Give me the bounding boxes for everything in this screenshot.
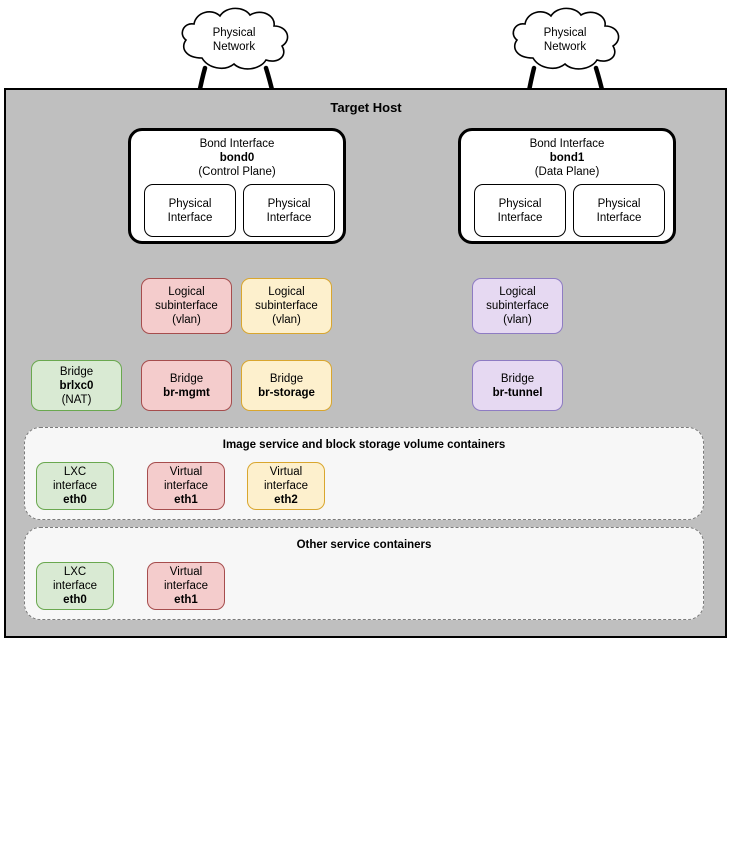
image-service-containers: Image service and block storage volume c… [24, 427, 704, 520]
cloud-shape-icon [512, 7, 620, 70]
cloud-left-line1: Physical [212, 27, 256, 39]
cloud-left-line2: Network [212, 41, 256, 53]
bond1-id: bond1 [549, 152, 585, 164]
bond0-role: (Control Plane) [198, 166, 276, 178]
bond1-physical-interface-1: Physical Interface [573, 184, 665, 237]
cloud-right-line2: Network [543, 41, 587, 53]
image-lxc-interface-eth0: LXC interface eth0 [36, 462, 114, 510]
bond1-header: Bond Interface bond1 (Data Plane) [461, 137, 673, 179]
bond1-box: Bond Interface bond1 (Data Plane) Physic… [458, 128, 676, 244]
bond0-physical-interface-0: Physical Interface [144, 184, 236, 237]
bridge-brlxc0: Bridge brlxc0 (NAT) [31, 360, 122, 411]
cloud-left: Physical Network [172, 6, 296, 74]
bridge-br-tunnel: Bridge br-tunnel [472, 360, 563, 411]
other-service-containers: Other service containers [24, 527, 704, 620]
bond0-id: bond0 [219, 152, 255, 164]
legend: Container management network Management … [0, 645, 732, 856]
bond0-title: Bond Interface [199, 138, 275, 150]
bridge-br-storage: Bridge br-storage [241, 360, 332, 411]
other-virtual-interface-eth1: Virtual interface eth1 [147, 562, 225, 610]
bond0-header: Bond Interface bond0 (Control Plane) [131, 137, 343, 179]
other-service-containers-title: Other service containers [296, 539, 432, 551]
subif-storage: Logical subinterface (vlan) [241, 278, 332, 334]
bond1-physical-interface-0: Physical Interface [474, 184, 566, 237]
bridge-br-mgmt: Bridge br-mgmt [141, 360, 232, 411]
bond0-box: Bond Interface bond0 (Control Plane) Phy… [128, 128, 346, 244]
cloud-shape-icon [181, 7, 289, 70]
bond1-role: (Data Plane) [534, 166, 600, 178]
cloud-left-label: Physical Network [172, 6, 296, 74]
subif-mgmt: Logical subinterface (vlan) [141, 278, 232, 334]
page-title: Target Host [330, 100, 402, 115]
bond0-physical-interface-1: Physical Interface [243, 184, 335, 237]
cloud-right-label: Physical Network [503, 6, 627, 74]
image-virtual-interface-eth2: Virtual interface eth2 [247, 462, 325, 510]
bond1-title: Bond Interface [529, 138, 605, 150]
other-lxc-interface-eth0: LXC interface eth0 [36, 562, 114, 610]
cloud-right: Physical Network [503, 6, 627, 74]
image-service-containers-title: Image service and block storage volume c… [222, 439, 506, 451]
subif-tunnel: Logical subinterface (vlan) [472, 278, 563, 334]
cloud-right-line1: Physical [543, 27, 587, 39]
image-virtual-interface-eth1: Virtual interface eth1 [147, 462, 225, 510]
